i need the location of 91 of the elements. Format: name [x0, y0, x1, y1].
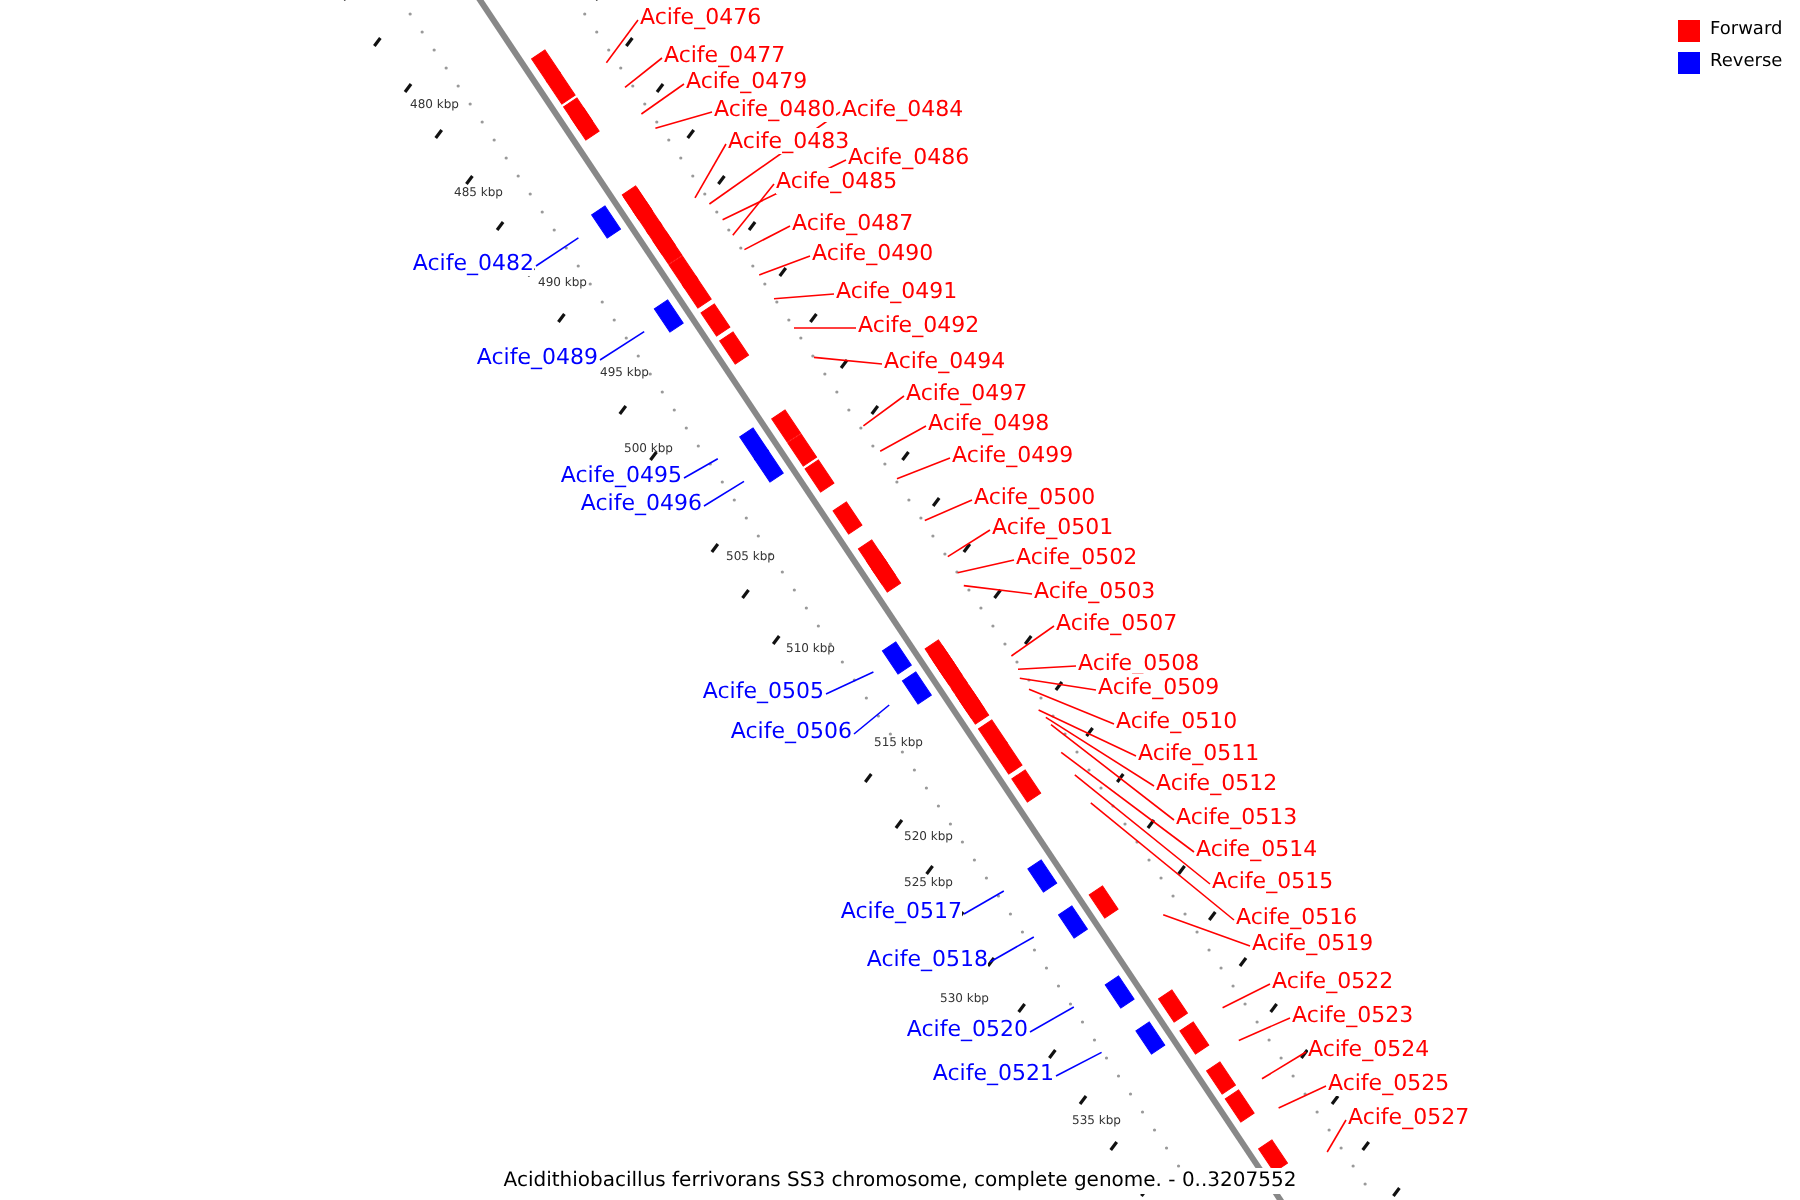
gene-label: Acife_0497: [906, 380, 1028, 406]
leader-line: [947, 529, 991, 558]
leader-line: [599, 330, 645, 361]
caption: Acidithiobacillus ferrivorans SS3 chromosome, complete genome. - 0..3207552: [503, 1168, 1297, 1194]
leader-line: [963, 584, 1033, 595]
leader-line: [1055, 1051, 1103, 1077]
leader-line: [1221, 983, 1271, 1009]
leader-line: [1037, 709, 1137, 757]
gene-label: Acife_0517: [840, 898, 962, 924]
leader-line: [1060, 751, 1195, 853]
gene-label: Acife_0495: [560, 462, 682, 488]
gene-label: Acife_0502: [1016, 544, 1138, 570]
gene-label: Acife_0510: [1116, 708, 1238, 734]
leader-line: [793, 327, 857, 329]
gene-label: Acife_0516: [1236, 904, 1358, 930]
leader-line: [989, 936, 1035, 963]
gene-label: Acife_0494: [884, 348, 1006, 374]
leader-line: [1074, 774, 1211, 885]
gene-label: Acife_0500: [974, 484, 1096, 510]
leader-line: [640, 83, 685, 115]
gene-label: Acife_0496: [580, 490, 702, 516]
leader-line: [1277, 1085, 1327, 1109]
gene-label: Acife_0476: [640, 4, 762, 30]
gene-label: Acife_0518: [866, 946, 988, 972]
leader-line: [743, 225, 791, 251]
gene-label: Acife_0524: [1308, 1036, 1430, 1062]
leader-line: [1010, 625, 1055, 657]
gene-label: Acife_0506: [730, 718, 852, 744]
leader-line: [732, 183, 775, 236]
leader-line: [535, 237, 580, 267]
leader-line: [1029, 1006, 1075, 1033]
leader-line: [1326, 1119, 1347, 1153]
gene-label: Acife_0525: [1328, 1070, 1450, 1096]
gene-label: Acife_0486: [848, 144, 970, 170]
leader-line: [924, 499, 973, 522]
leader-line: [1045, 716, 1155, 787]
gene-label: Acife_0477: [664, 42, 786, 68]
gene-label: Acife_0521: [932, 1060, 1054, 1086]
leader-line: [758, 255, 811, 276]
gene-label: Acife_0513: [1176, 804, 1298, 830]
gene-label: Acife_0515: [1212, 868, 1334, 894]
leader-line: [605, 19, 639, 64]
gene-label: Acife_0511: [1138, 740, 1260, 766]
gene-label: Acife_0492: [858, 312, 980, 338]
leader-line: [1090, 802, 1235, 921]
leader-line: [1028, 688, 1115, 725]
leader-line: [896, 457, 951, 480]
gene-label: Acife_0522: [1272, 968, 1394, 994]
gene-label: Acife_0479: [686, 68, 808, 94]
gene-label: Acife_0484: [842, 96, 964, 122]
gene-label: Acife_0505: [702, 678, 824, 704]
leader-line: [654, 111, 713, 129]
gene-label: Acife_0514: [1196, 836, 1318, 862]
gene-label: Acife_0482: [412, 250, 534, 276]
gene-label: Acife_0480: [714, 96, 836, 122]
gene-label: Acife_0499: [952, 442, 1074, 468]
gene-label: Acife_0520: [906, 1016, 1028, 1042]
gene-label: Acife_0483: [728, 128, 850, 154]
leader-line: [1238, 1017, 1291, 1042]
leader-line: [703, 480, 745, 507]
gene-label: Acife_0512: [1156, 770, 1278, 796]
leader-line: [813, 356, 883, 365]
leader-line: [956, 559, 1015, 574]
leader-line: [1019, 677, 1097, 691]
gene-label: Acife_0491: [836, 278, 958, 304]
gene-label: Acife_0487: [792, 210, 914, 236]
leader-line: [1017, 665, 1077, 670]
gene-label: Acife_0485: [776, 168, 898, 194]
leader-line: [624, 57, 663, 89]
leader-line: [1261, 1051, 1307, 1080]
gene-label: Acife_0527: [1348, 1104, 1470, 1130]
gene-label: Acife_0489: [476, 344, 598, 370]
leader-line: [683, 458, 719, 479]
leader-line: [694, 143, 727, 199]
leader-line: [1050, 723, 1175, 821]
leader-line: [853, 704, 890, 735]
gene-label: Acife_0509: [1098, 674, 1220, 700]
leader-line: [879, 425, 927, 452]
gene-label: Acife_0507: [1056, 610, 1178, 636]
gene-label: Acife_0508: [1078, 650, 1200, 676]
gene-label: Acife_0501: [992, 514, 1114, 540]
leader-line: [773, 293, 835, 300]
leader-line: [963, 890, 1005, 915]
gene-label: Acife_0503: [1034, 578, 1156, 604]
leader-line: [862, 395, 905, 427]
gene-label: Acife_0498: [928, 410, 1050, 436]
gene-label: Acife_0519: [1252, 930, 1374, 956]
leader-line: [825, 671, 875, 695]
leader-line: [1162, 914, 1251, 947]
gene-label: Acife_0490: [812, 240, 934, 266]
gene-label: Acife_0523: [1292, 1002, 1414, 1028]
